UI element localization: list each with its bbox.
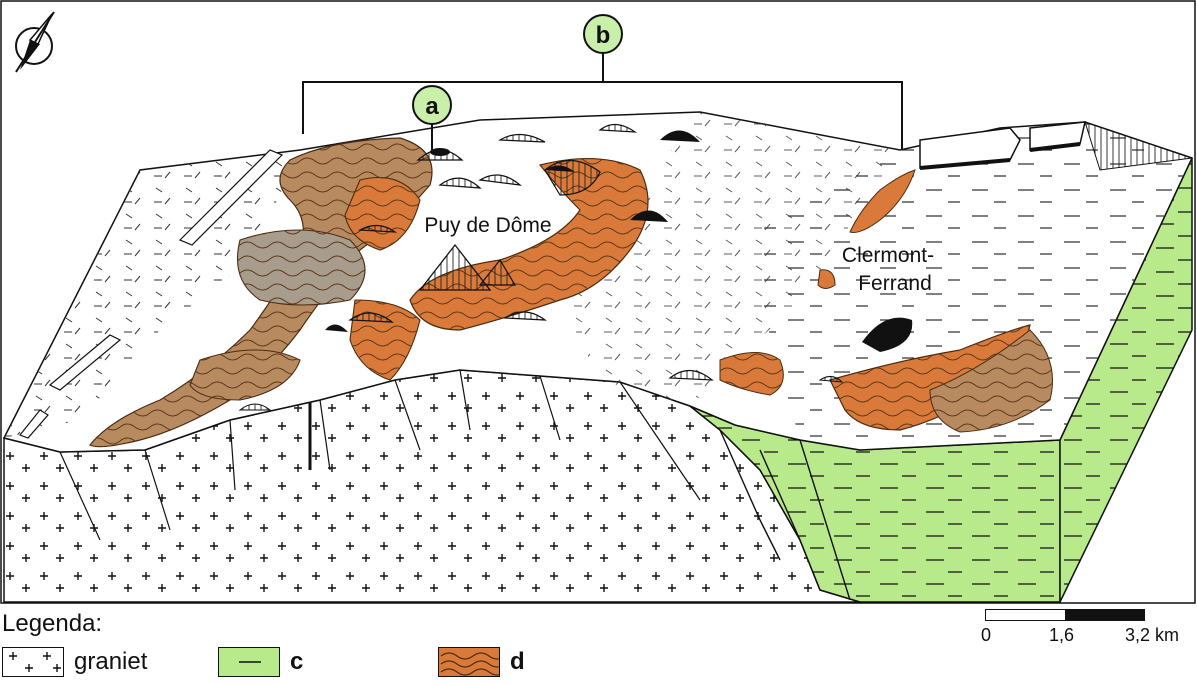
legend-text-d: d (510, 648, 525, 675)
scale-bar-graphic (985, 609, 1145, 621)
legend-item-c: c (218, 645, 303, 679)
legend-item-d: d (438, 645, 525, 679)
legend-text-c: c (290, 648, 304, 675)
granite-swatch (2, 647, 64, 677)
label-b: b (302, 14, 903, 150)
mesa-blocks (919, 121, 1193, 171)
scale-bar: 0 1,6 3,2 km (981, 609, 1179, 649)
clermont-label-line2: Ferrand (858, 272, 932, 295)
ridges (19, 149, 284, 439)
label-a-text: a (425, 93, 439, 120)
scale-segment-black (1065, 610, 1144, 620)
legend-title: Legenda: (2, 610, 103, 637)
c-swatch (218, 647, 280, 677)
scale-tick-1: 1,6 (1049, 625, 1075, 645)
label-b-text: b (596, 22, 611, 49)
north-arrow-icon (15, 11, 55, 73)
scale-tick-2: 3,2 km (1125, 625, 1180, 645)
scale-segment-white (986, 610, 1065, 620)
legend-item-granite: graniet (2, 645, 147, 679)
scale-labels: 0 1,6 3,2 km (981, 625, 1179, 649)
puy-de-dome-label: Puy de Dôme (424, 214, 551, 237)
label-a: a (412, 85, 452, 150)
sediment-front-face (689, 405, 1061, 603)
volcanic-cones (238, 123, 913, 411)
granite-front-face (3, 369, 861, 603)
d-swatch (438, 647, 500, 677)
scale-tick-0: 0 (981, 625, 992, 645)
legend-text-granite: graniet (74, 648, 148, 675)
clermont-label-line1: Clermont- (842, 244, 934, 267)
